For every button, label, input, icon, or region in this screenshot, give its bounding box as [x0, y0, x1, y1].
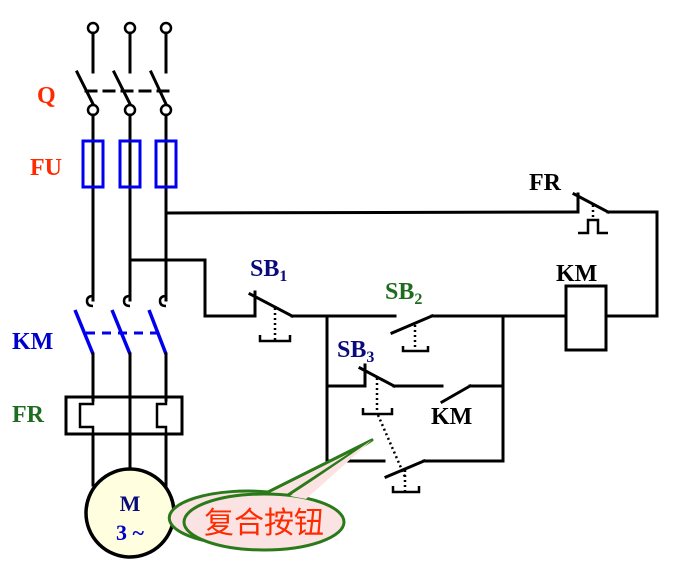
fuse-1 — [81, 139, 105, 189]
km-main-contacts — [73, 294, 168, 472]
sb2-start-button — [390, 314, 434, 353]
km-coil — [564, 284, 608, 352]
sb1-stop-button — [247, 290, 295, 343]
label-sb1: SB1 — [250, 256, 287, 285]
label-km-aux: KM — [431, 404, 472, 430]
fuse-3 — [154, 139, 178, 189]
fuses-fu — [81, 139, 178, 189]
label-motor-phase: 3 ~ — [116, 520, 145, 545]
label-km-main: KM — [12, 329, 53, 355]
callout-compound-button — [167, 438, 374, 552]
sb3-compound-button — [357, 363, 426, 494]
supply-terminals — [86, 21, 173, 74]
switch-q — [74, 69, 173, 117]
label-sb3: SB3 — [337, 337, 374, 366]
fr-nc-contact — [571, 191, 611, 235]
phase-lines — [91, 113, 168, 302]
fuse-2 — [118, 139, 142, 189]
label-fr-contact: FR — [529, 170, 562, 196]
label-fr-main: FR — [12, 402, 45, 428]
km-aux-contact — [439, 383, 473, 405]
label-sb2: SB2 — [385, 279, 422, 308]
label-km-coil: KM — [556, 261, 597, 287]
label-motor-m: M — [120, 491, 141, 516]
callout-text: 复合按钮 — [204, 506, 324, 541]
label-q: Q — [37, 83, 56, 109]
fr-thermal-relay — [64, 395, 184, 487]
control-wiring — [128, 210, 659, 463]
label-fu: FU — [30, 155, 62, 181]
